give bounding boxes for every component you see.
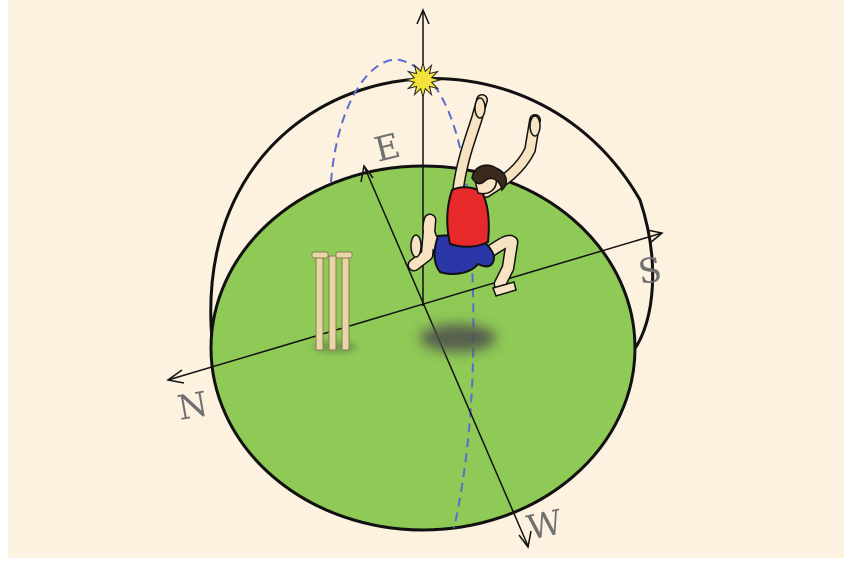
boy-shadow	[420, 324, 496, 352]
